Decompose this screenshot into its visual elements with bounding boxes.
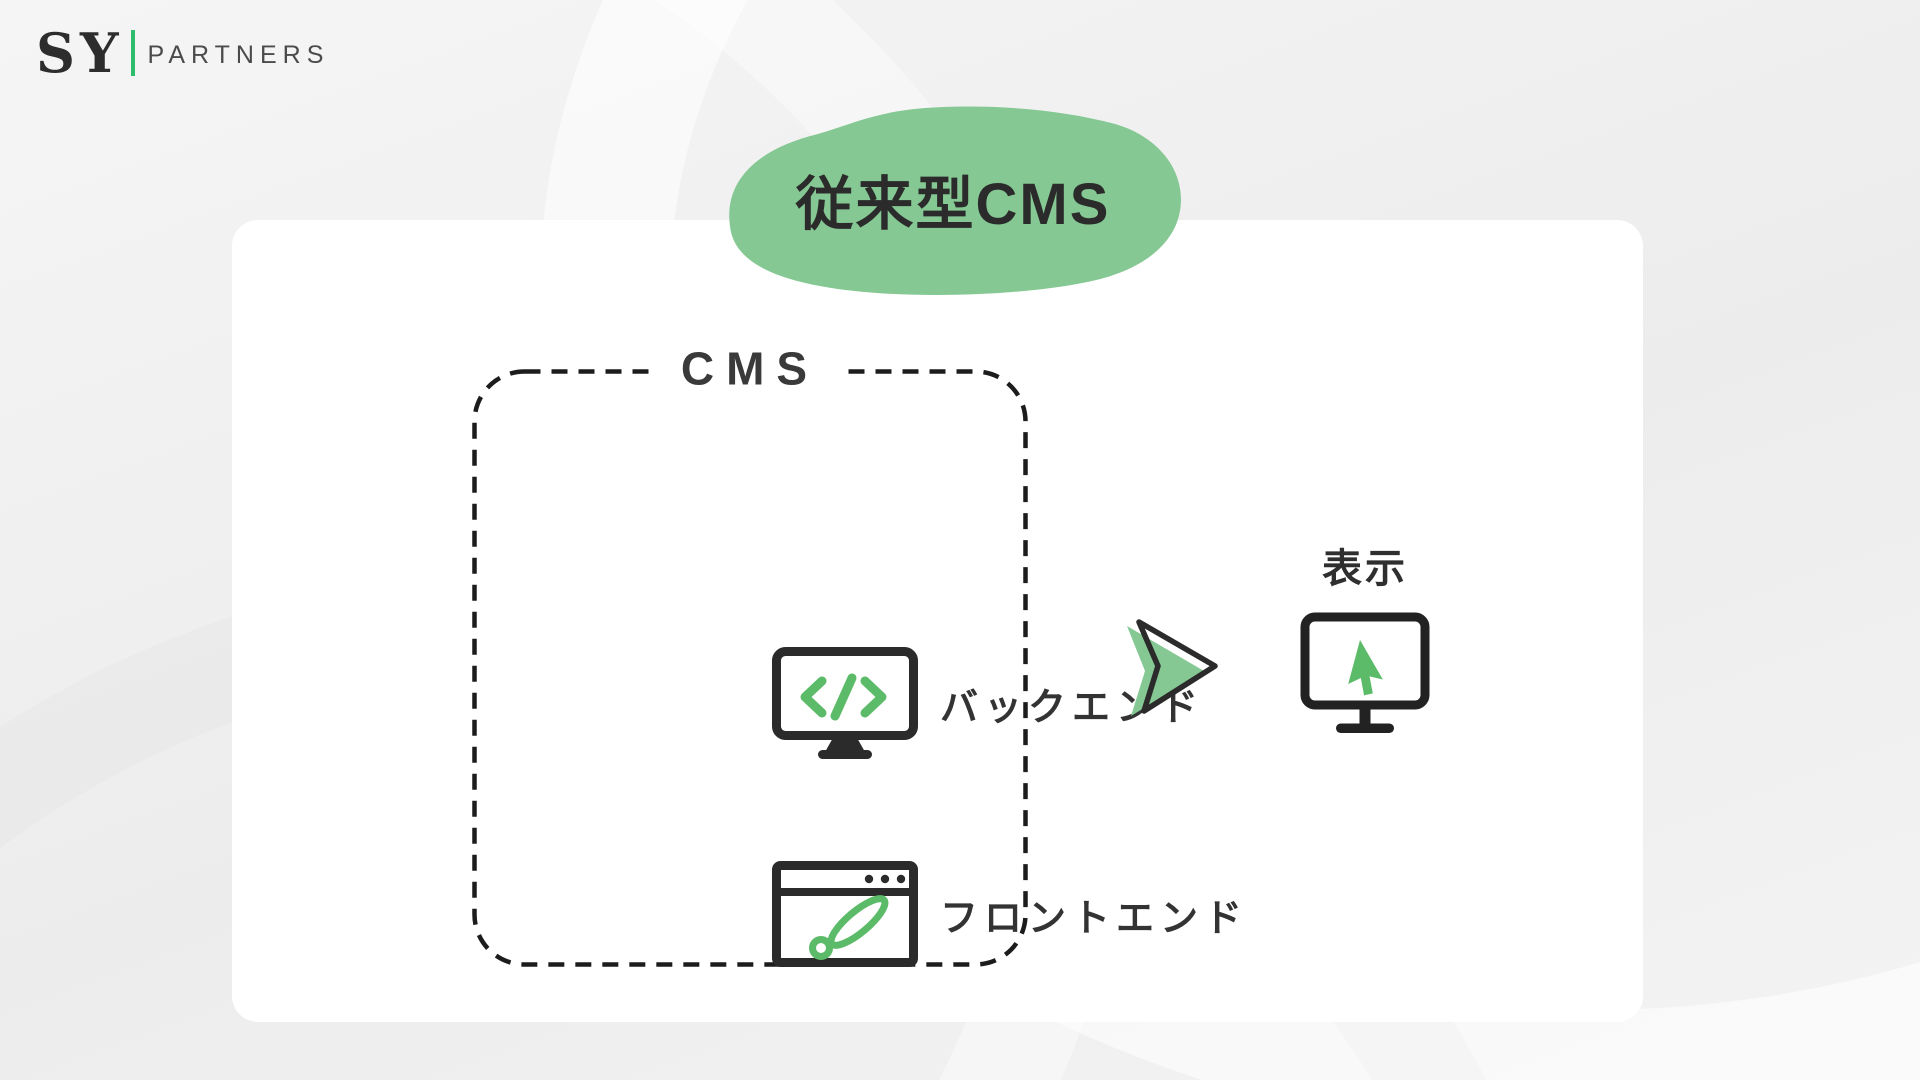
logo-suffix-text: PARTNERS bbox=[147, 40, 330, 69]
frontend-label: フロントエンド bbox=[940, 897, 1249, 940]
design-browser-icon bbox=[772, 861, 918, 967]
display-label: 表示 bbox=[1322, 547, 1408, 591]
cms-box-title: CMS bbox=[654, 344, 846, 395]
traditional-cms-banner: 従来型CMS bbox=[722, 106, 1184, 298]
banner-label: 従来型CMS bbox=[795, 172, 1111, 237]
code-monitor-icon bbox=[772, 647, 918, 759]
diagram-card: CMS バックエンド bbox=[232, 220, 1643, 1022]
flow-arrow-icon bbox=[1127, 619, 1218, 716]
cursor-monitor-icon bbox=[1300, 612, 1430, 733]
cursor-icon bbox=[1348, 640, 1383, 696]
cms-dashed-box: CMS バックエンド bbox=[472, 344, 1242, 967]
frontend-row: フロントエンド bbox=[772, 861, 1248, 967]
sy-partners-logo: SY PARTNERS bbox=[36, 26, 329, 80]
logo-brand-text: SY bbox=[36, 21, 124, 85]
logo-divider-bar bbox=[130, 30, 135, 76]
banner-blob-shape bbox=[729, 106, 1181, 295]
